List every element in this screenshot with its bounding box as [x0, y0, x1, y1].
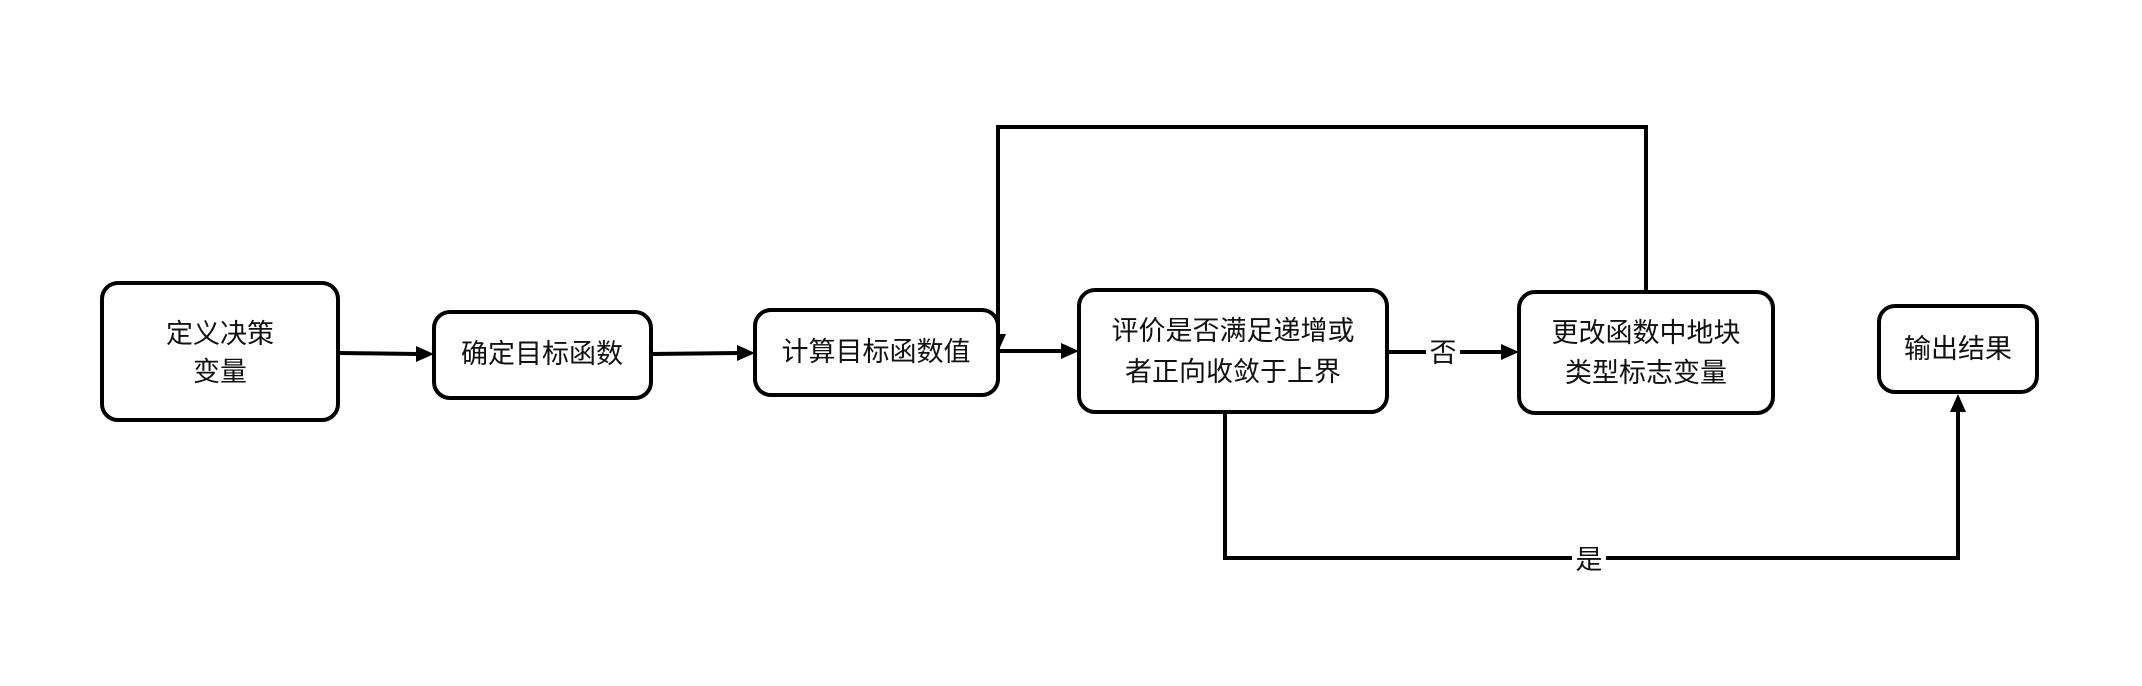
node-change-vars-line1: 更改函数中地块: [1552, 318, 1741, 349]
node-evaluate-line1: 评价是否满足递增或: [1112, 316, 1355, 347]
node-evaluate-line2: 者正向收敛于上界: [1125, 357, 1341, 388]
node-change-vars: 更改函数中地块 类型标志变量: [1517, 290, 1775, 415]
edge-evaluate-to-output: [1223, 410, 1960, 560]
node-define-vars-line2: 变量: [193, 357, 247, 388]
yes-label-bg: [1572, 541, 1606, 575]
node-define-vars: 定义决策 变量: [100, 281, 340, 422]
arrowhead-compute: [737, 345, 755, 361]
arrowhead-output: [1950, 394, 1966, 412]
no-label-bg: [1426, 336, 1460, 370]
node-determine-obj: 确定目标函数: [432, 310, 653, 400]
node-evaluate: 评价是否满足递增或 者正向收敛于上界: [1077, 288, 1389, 414]
node-output-label: 输出结果: [1904, 334, 2012, 365]
node-change-vars-line2: 类型标志变量: [1565, 358, 1727, 389]
node-define-vars-line1: 定义决策: [166, 319, 274, 350]
edge-determine-to-compute: [650, 351, 740, 356]
arrowhead-evaluate: [1061, 343, 1079, 359]
node-output: 输出结果: [1877, 304, 2039, 394]
node-determine-obj-label: 确定目标函数: [461, 339, 623, 370]
edge-label-no: 否: [1430, 338, 1457, 369]
node-compute-obj-label: 计算目标函数值: [782, 337, 971, 368]
node-compute-obj: 计算目标函数值: [753, 308, 1000, 397]
edge-label-yes: 是: [1576, 545, 1603, 576]
arrowhead-determine: [416, 346, 434, 362]
edge-define-to-determine: [337, 351, 419, 356]
arrowhead-change: [1501, 344, 1519, 360]
edge-change-loop-back: [996, 125, 1648, 336]
